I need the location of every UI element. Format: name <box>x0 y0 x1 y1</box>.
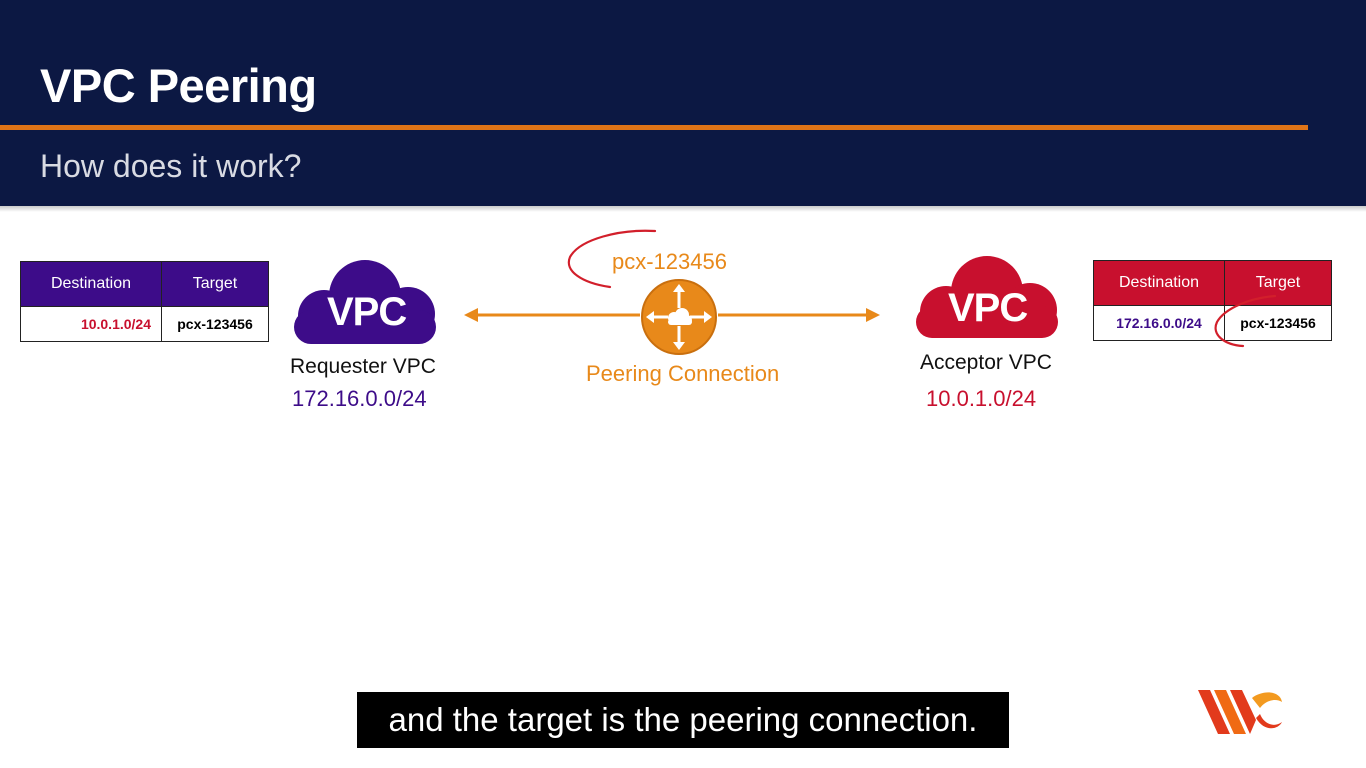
route-table-header-destination: Destination <box>20 261 162 307</box>
annotation-mark <box>1214 294 1277 348</box>
brand-logo <box>1198 690 1282 734</box>
requester-cloud-label: VPC <box>327 290 407 334</box>
route-destination-cell: 172.16.0.0/24 <box>1093 305 1225 341</box>
acceptor-cloud-label: VPC <box>948 286 1028 330</box>
route-target-cell: pcx-123456 <box>161 306 269 342</box>
route-table-header-destination: Destination <box>1093 260 1225 306</box>
peering-connection-arrow <box>464 308 880 322</box>
slide-title: VPC Peering <box>40 59 317 112</box>
annotation-mark <box>567 229 657 289</box>
route-table-header-target: Target <box>161 261 269 307</box>
slide-header: VPC Peering How does it work? <box>0 0 1366 206</box>
requester-vpc-cidr: 172.16.0.0/24 <box>292 386 427 411</box>
table-row: 172.16.0.0/24 pcx-123456 <box>1093 305 1332 341</box>
table-row: 10.0.1.0/24 pcx-123456 <box>20 306 269 342</box>
requester-vpc-label: Requester VPC <box>290 355 436 378</box>
acceptor-vpc-cidr: 10.0.1.0/24 <box>926 386 1037 411</box>
route-target-cell: pcx-123456 <box>1224 305 1332 341</box>
video-caption: and the target is the peering connection… <box>357 692 1009 748</box>
acceptor-route-table: Destination Target 172.16.0.0/24 pcx-123… <box>1093 260 1332 341</box>
route-destination-cell: 10.0.1.0/24 <box>20 306 162 342</box>
route-table-header-target: Target <box>1224 260 1332 306</box>
peering-connection-id: pcx-123456 <box>612 249 727 274</box>
requester-route-table: Destination Target 10.0.1.0/24 pcx-12345… <box>20 261 269 342</box>
acceptor-vpc-label: Acceptor VPC <box>920 351 1052 374</box>
accent-rule <box>0 125 1308 130</box>
requester-vpc-cloud-icon <box>294 260 436 344</box>
acceptor-vpc-cloud-icon <box>916 256 1058 338</box>
header-shadow <box>0 206 1366 212</box>
peering-router-icon <box>641 279 717 355</box>
slide-subtitle: How does it work? <box>40 148 302 184</box>
peering-connection-label: Peering Connection <box>586 361 780 386</box>
